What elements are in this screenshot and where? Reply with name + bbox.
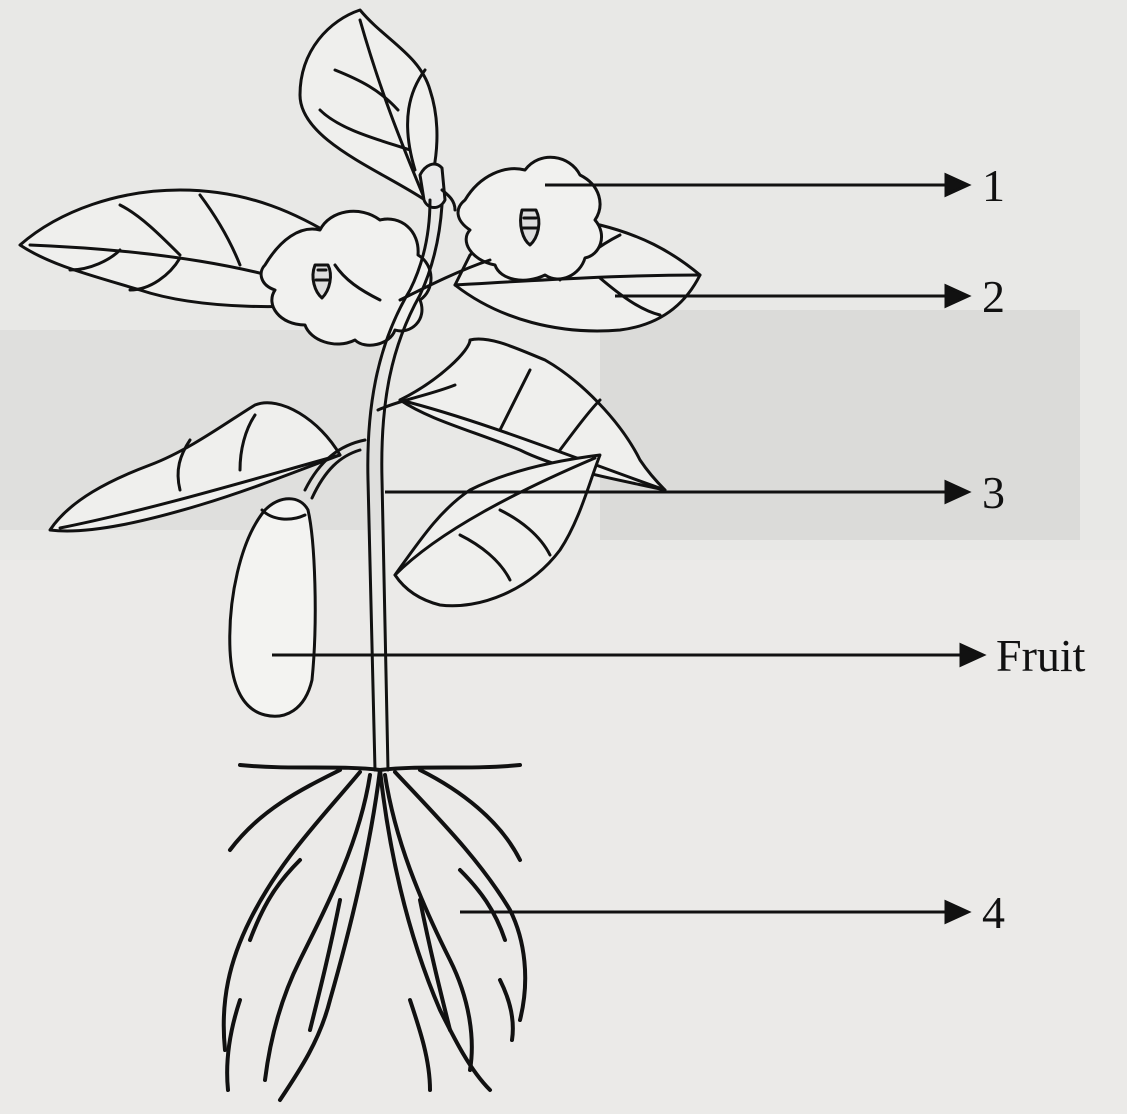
label-3: 3 [982,467,1005,518]
label-fruit: Fruit [996,630,1086,681]
label-1: 1 [982,160,1005,211]
label-4: 4 [982,887,1005,938]
label-2: 2 [982,271,1005,322]
